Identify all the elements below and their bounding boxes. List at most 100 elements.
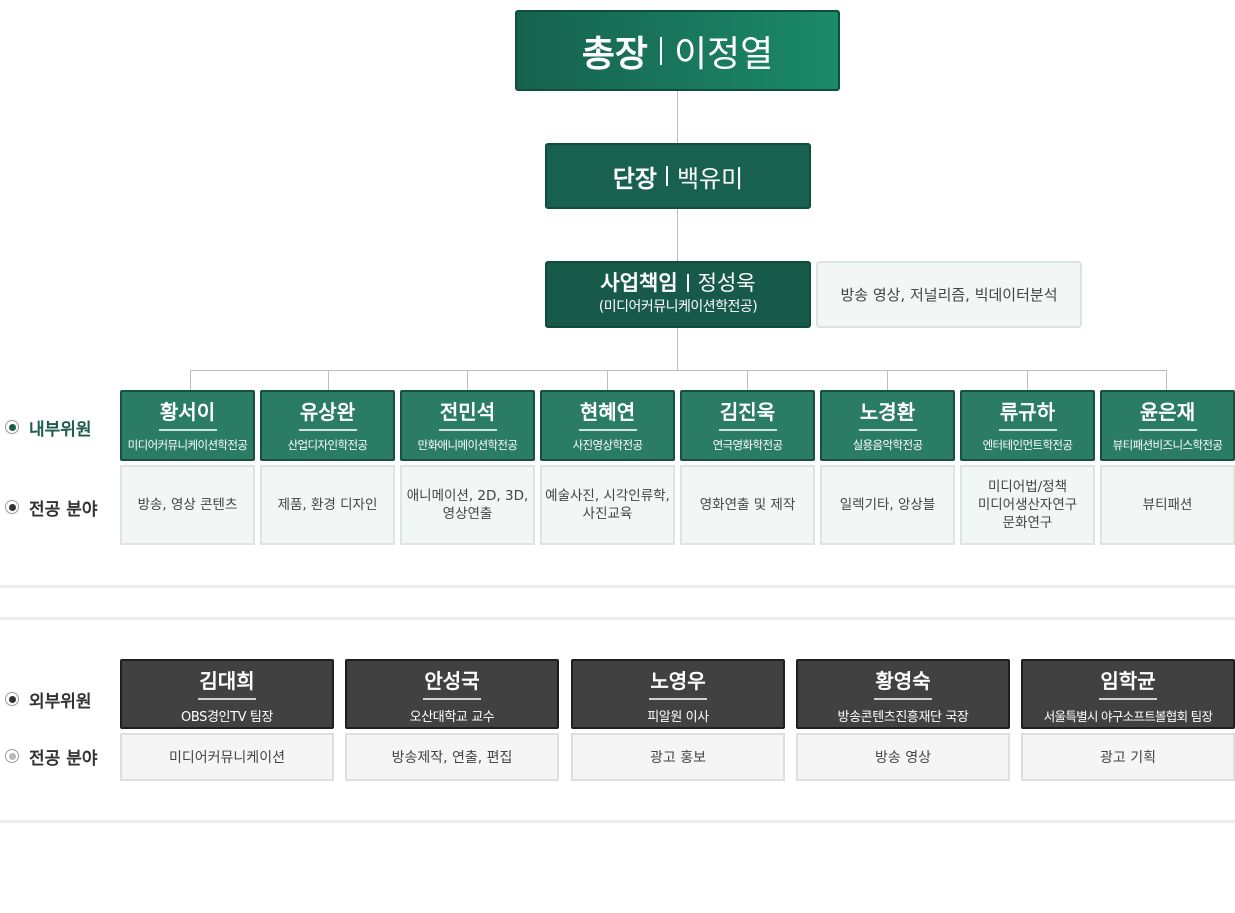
internal-label-text: 내부위원 bbox=[29, 419, 92, 440]
member-dept: 뷰티패션비즈니스학전공 bbox=[1112, 438, 1223, 452]
member-underline bbox=[1138, 429, 1197, 431]
connector-director-members bbox=[677, 327, 678, 370]
connector-drop-6 bbox=[887, 370, 888, 391]
internal-member-8: 윤은재 뷰티패션비즈니스학전공 bbox=[1100, 390, 1235, 461]
member-name: 유상완 bbox=[299, 400, 356, 424]
member-dept: 만화애니메이션학전공 bbox=[417, 438, 518, 452]
director-name: 정성욱 bbox=[697, 271, 756, 295]
member-name: 노영우 bbox=[650, 669, 706, 693]
external-field-label: 전공 분야 bbox=[5, 745, 98, 769]
external-field-5: 광고 기획 bbox=[1021, 733, 1235, 781]
director-separator bbox=[686, 274, 689, 292]
member-name: 윤은재 bbox=[1139, 400, 1196, 424]
member-name: 김진욱 bbox=[719, 400, 776, 424]
internal-member-7: 류규하 엔터테인먼트학전공 bbox=[960, 390, 1095, 461]
member-underline bbox=[998, 429, 1057, 431]
member-name: 류규하 bbox=[999, 400, 1056, 424]
member-role: OBS경인TV 팀장 bbox=[181, 710, 273, 725]
director-box: 사업책임 정성욱 (미디어커뮤니케이션학전공) bbox=[545, 261, 811, 328]
president-role: 총장 bbox=[581, 33, 648, 75]
internal-field-4: 예술사진, 시각인류학, 사진교육 bbox=[540, 465, 675, 545]
internal-field-6: 일렉기타, 앙상블 bbox=[820, 465, 955, 545]
president-name: 이정열 bbox=[673, 33, 774, 75]
external-member-5: 임학균 서울특별시 야구소프트볼협회 팀장 bbox=[1021, 659, 1235, 729]
member-dept: 사진영상학전공 bbox=[572, 438, 643, 452]
member-underline bbox=[578, 429, 637, 431]
connector-dean-director bbox=[677, 208, 678, 262]
internal-field-5: 영화연출 및 제작 bbox=[680, 465, 815, 545]
internal-member-1: 황서이 미디어커뮤니케이션학전공 bbox=[120, 390, 255, 461]
member-underline bbox=[858, 429, 917, 431]
internal-field-radio-icon bbox=[5, 500, 19, 514]
member-dept: 엔터테인먼트학전공 bbox=[982, 438, 1073, 452]
director-role: 사업책임 bbox=[600, 271, 678, 295]
external-label-text: 외부위원 bbox=[29, 691, 92, 712]
external-field-1: 미디어커뮤니케이션 bbox=[120, 733, 334, 781]
member-underline bbox=[298, 429, 357, 431]
internal-field-label: 전공 분야 bbox=[5, 496, 98, 520]
member-underline bbox=[158, 429, 217, 431]
internal-member-3: 전민석 만화애니메이션학전공 bbox=[400, 390, 535, 461]
external-radio-icon bbox=[5, 692, 19, 706]
internal-field-8: 뷰티패션 bbox=[1100, 465, 1235, 545]
external-field-4: 방송 영상 bbox=[796, 733, 1010, 781]
section-divider-1 bbox=[0, 585, 1235, 588]
member-underline bbox=[1099, 698, 1157, 700]
internal-label: 내부위원 bbox=[5, 416, 92, 440]
connector-horizontal bbox=[190, 370, 1167, 371]
connector-drop-1 bbox=[190, 370, 191, 391]
member-underline bbox=[198, 698, 256, 700]
member-name: 전민석 bbox=[439, 400, 496, 424]
external-field-radio-icon bbox=[5, 749, 19, 763]
section-divider-2 bbox=[0, 617, 1235, 620]
member-dept: 미디어커뮤니케이션학전공 bbox=[127, 438, 248, 452]
external-member-4: 황영숙 방송콘텐츠진흥재단 국장 bbox=[796, 659, 1010, 729]
member-name: 임학균 bbox=[1100, 669, 1156, 693]
internal-field-2: 제품, 환경 디자인 bbox=[260, 465, 395, 545]
member-underline bbox=[649, 698, 707, 700]
external-field-label-text: 전공 분야 bbox=[29, 748, 98, 769]
connector-drop-2 bbox=[328, 370, 329, 391]
internal-member-6: 노경환 실용음악학전공 bbox=[820, 390, 955, 461]
member-role: 피알원 이사 bbox=[647, 710, 709, 725]
dean-separator bbox=[665, 166, 668, 186]
member-name: 김대희 bbox=[199, 669, 255, 693]
director-fields: 방송 영상, 저널리즘, 빅데이터분석 bbox=[816, 261, 1082, 328]
member-name: 노경환 bbox=[859, 400, 916, 424]
external-member-1: 김대희 OBS경인TV 팀장 bbox=[120, 659, 334, 729]
connector-drop-7 bbox=[1027, 370, 1028, 391]
president-separator bbox=[659, 36, 662, 65]
member-name: 안성국 bbox=[424, 669, 480, 693]
dean-name: 백유미 bbox=[676, 164, 744, 193]
connector-drop-5 bbox=[747, 370, 748, 391]
internal-field-label-text: 전공 분야 bbox=[29, 499, 98, 520]
connector-drop-4 bbox=[607, 370, 608, 391]
member-underline bbox=[874, 698, 932, 700]
member-name: 현혜연 bbox=[579, 400, 636, 424]
internal-member-4: 현혜연 사진영상학전공 bbox=[540, 390, 675, 461]
internal-field-7: 미디어법/정책 미디어생산자연구 문화연구 bbox=[960, 465, 1095, 545]
connector-drop-3 bbox=[467, 370, 468, 391]
dean-role: 단장 bbox=[612, 164, 657, 193]
external-field-2: 방송제작, 연출, 편집 bbox=[345, 733, 559, 781]
internal-member-5: 김진욱 연극영화학전공 bbox=[680, 390, 815, 461]
member-underline bbox=[423, 698, 481, 700]
director-title-line: 사업책임 정성욱 bbox=[547, 269, 809, 297]
external-member-2: 안성국 오산대학교 교수 bbox=[345, 659, 559, 729]
internal-field-3: 애니메이션, 2D, 3D, 영상연출 bbox=[400, 465, 535, 545]
member-dept: 실용음악학전공 bbox=[852, 438, 923, 452]
internal-radio-icon bbox=[5, 420, 19, 434]
section-divider-3 bbox=[0, 820, 1235, 823]
president-box: 총장 이정열 bbox=[515, 10, 840, 91]
member-name: 황영숙 bbox=[875, 669, 931, 693]
connector-president-dean bbox=[677, 90, 678, 144]
external-field-3: 광고 홍보 bbox=[571, 733, 785, 781]
member-dept: 연극영화학전공 bbox=[712, 438, 783, 452]
director-fields-text: 방송 영상, 저널리즘, 빅데이터분석 bbox=[840, 286, 1058, 304]
internal-field-1: 방송, 영상 콘텐츠 bbox=[120, 465, 255, 545]
external-label: 외부위원 bbox=[5, 688, 92, 712]
external-member-3: 노영우 피알원 이사 bbox=[571, 659, 785, 729]
member-underline bbox=[438, 429, 497, 431]
dean-box: 단장 백유미 bbox=[545, 143, 811, 209]
internal-member-2: 유상완 산업디자인학전공 bbox=[260, 390, 395, 461]
